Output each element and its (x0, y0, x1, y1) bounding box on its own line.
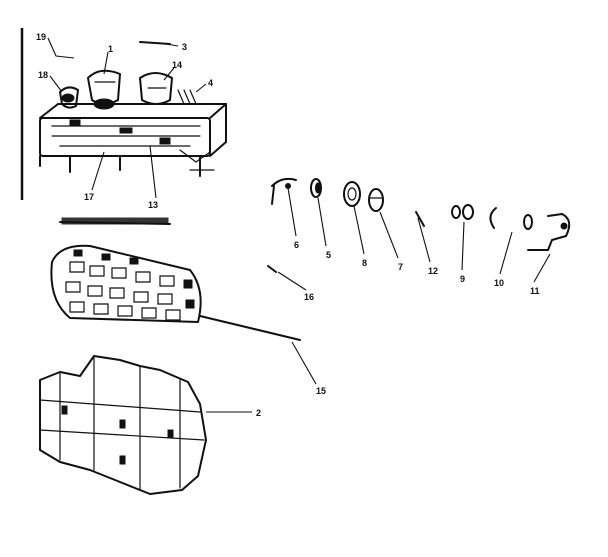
label-9: 9 (460, 274, 465, 284)
pin-part-3 (139, 41, 171, 45)
label-13: 13 (148, 200, 158, 210)
cap-part-14 (139, 72, 173, 105)
part-8-gear (343, 181, 361, 207)
label-11: 11 (530, 286, 540, 296)
spring-part-4 (177, 89, 197, 105)
label-8: 8 (362, 258, 367, 268)
keyboard-block (50, 217, 202, 323)
label-4: 4 (208, 78, 213, 88)
part-5-disc (310, 178, 322, 198)
label-16: 16 (304, 292, 314, 302)
leader-lines (47, 37, 551, 413)
top-housing-assembly (39, 41, 227, 177)
part-12-pin (415, 211, 425, 227)
shaft-part-15 (199, 315, 301, 341)
part-7-gear (368, 188, 384, 212)
label-15: 15 (316, 386, 326, 396)
part-6-bracket (271, 177, 297, 205)
label-19: 19 (36, 32, 46, 42)
base-frame-part-2 (39, 355, 207, 495)
label-2: 2 (256, 408, 261, 418)
label-7: 7 (398, 262, 403, 272)
part-number-labels: 19 1 3 18 14 4 17 13 6 5 8 7 12 9 10 11 … (36, 32, 540, 418)
label-6: 6 (294, 240, 299, 250)
label-14: 14 (172, 60, 182, 70)
label-17: 17 (84, 192, 94, 202)
part-16-pin (267, 265, 277, 273)
frame-body (39, 103, 227, 177)
label-18: 18 (38, 70, 48, 80)
label-3: 3 (182, 42, 187, 52)
part-10-clip (489, 207, 497, 229)
label-5: 5 (326, 250, 331, 260)
label-1: 1 (108, 44, 113, 54)
label-10: 10 (494, 278, 504, 288)
label-12: 12 (428, 266, 438, 276)
part-9-bushing (451, 204, 474, 220)
cap-part-18 (59, 86, 79, 109)
part-11-arm (523, 213, 571, 251)
